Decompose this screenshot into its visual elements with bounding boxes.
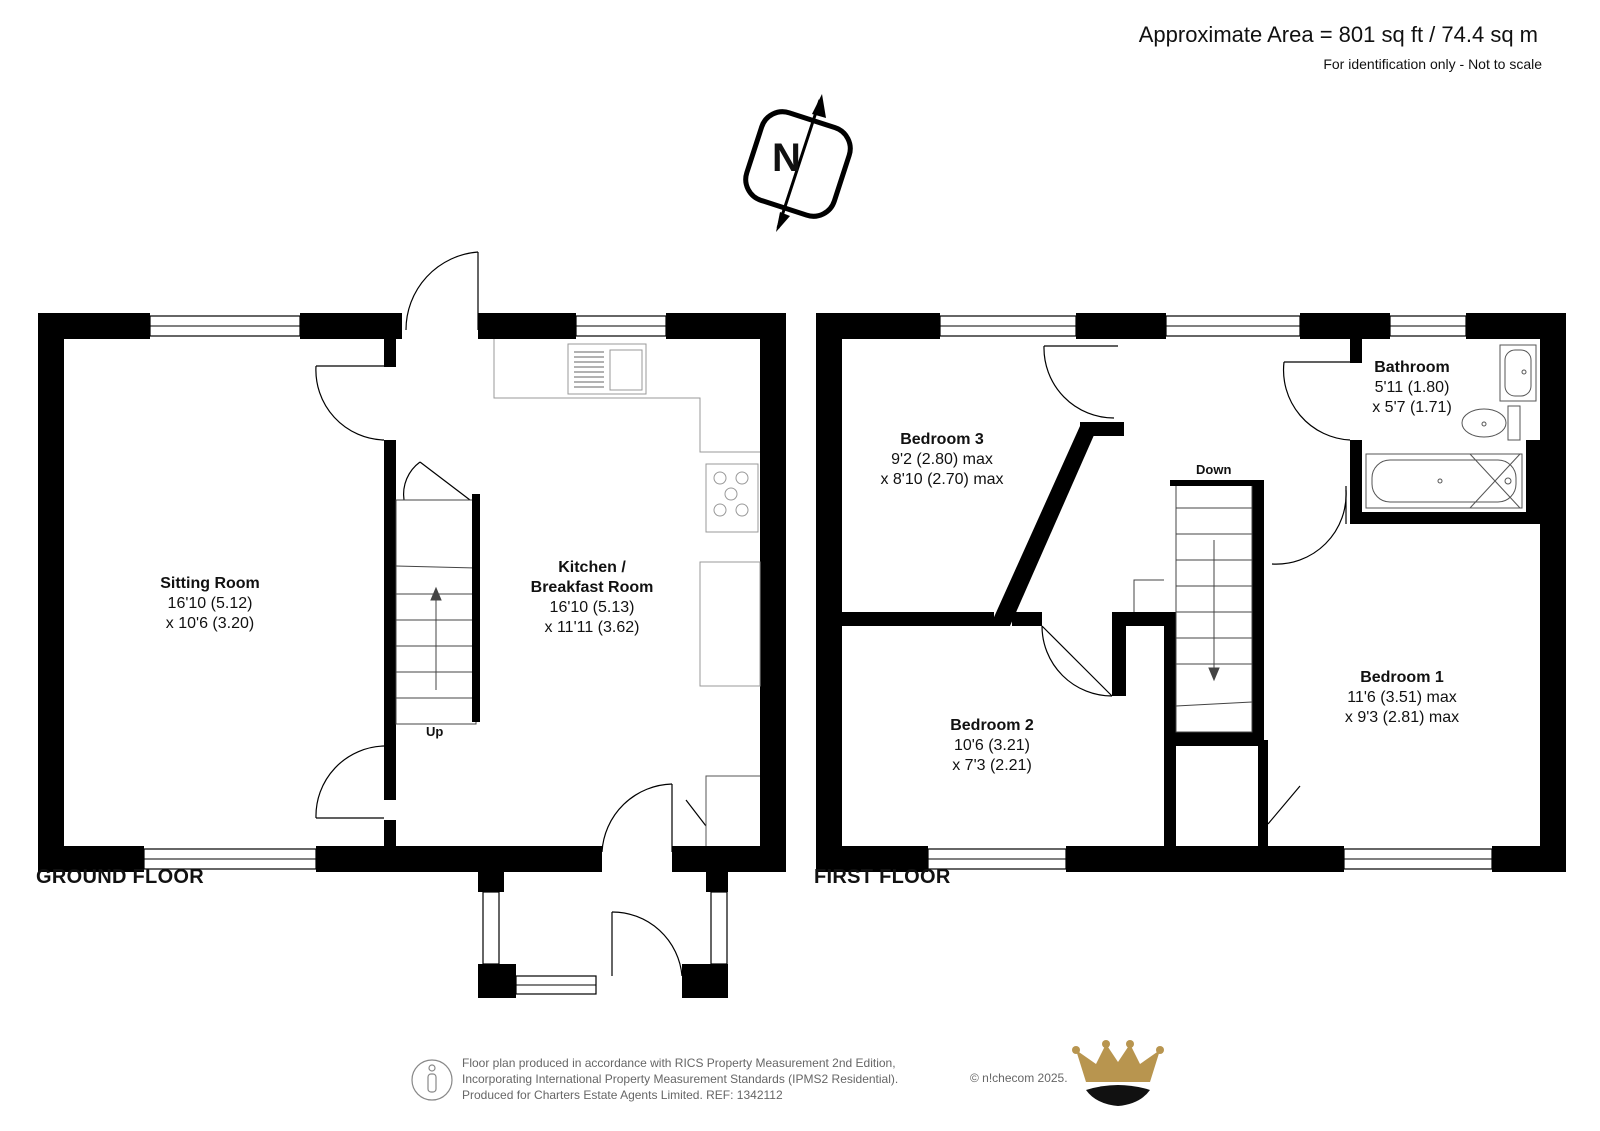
crown-logo-icon — [1072, 1040, 1164, 1106]
room-name: Bedroom 1 — [1360, 669, 1444, 686]
room-dimension: 16'10 (5.13) — [549, 599, 635, 616]
kitchen-cupboard — [705, 775, 760, 846]
room-sitting-room: Sitting Room 16'10 (5.12) x 10'6 (3.20) — [160, 574, 260, 634]
copyright: © n!checom 2025. — [970, 1071, 1068, 1085]
stairwell-wall — [472, 494, 480, 722]
room-name: Sitting Room — [160, 575, 260, 592]
stairs-down-label: Down — [1196, 462, 1232, 477]
stair-top-wall — [1170, 480, 1264, 486]
first-floor-walls — [816, 313, 1566, 872]
room-kitchen: Kitchen / Breakfast Room 16'10 (5.13) x … — [531, 558, 654, 638]
first-floor-doors — [1041, 345, 1351, 825]
ground-floor-window-sills — [144, 325, 666, 986]
room-dimension: 5'11 (1.80) — [1374, 379, 1450, 396]
room-dimension: x 11'11 (3.62) — [544, 619, 640, 636]
room-dimension: 10'6 (3.21) — [953, 737, 1030, 754]
kitchen-fixtures — [493, 339, 761, 687]
ground-floor-label: GROUND FLOOR — [36, 866, 205, 888]
room-dimension: x 7'3 (2.21) — [952, 757, 1032, 774]
first-floor-label: FIRST FLOOR — [814, 866, 951, 888]
room-dimension: 9'2 (2.80) max — [891, 451, 993, 468]
compass-letter: N — [772, 136, 801, 180]
footer-disclaimer: Floor plan produced in accordance with R… — [462, 1055, 898, 1103]
room-bedroom-1: Bedroom 1 11'6 (3.51) max x 9'3 (2.81) m… — [1345, 668, 1459, 728]
footer-line: Floor plan produced in accordance with R… — [462, 1056, 896, 1070]
room-name: Kitchen / — [558, 559, 626, 576]
room-bedroom-2: Bedroom 2 10'6 (3.21) x 7'3 (2.21) — [950, 716, 1034, 776]
room-dimension: x 9'3 (2.81) max — [1344, 709, 1460, 726]
ipms-person-icon — [411, 1059, 453, 1101]
room-bathroom: Bathroom 5'11 (1.80) x 5'7 (1.71) — [1372, 358, 1452, 418]
scale-note: For identification only - Not to scale — [1323, 56, 1542, 72]
room-name: Bedroom 2 — [950, 717, 1034, 734]
sink-drainer — [574, 351, 604, 388]
footer-line: Incorporating International Property Mea… — [462, 1072, 899, 1086]
room-dimension: 11'6 (3.51) max — [1347, 689, 1457, 706]
room-dimension: x 8'10 (2.70) max — [880, 471, 1004, 488]
north-arrow-icon — [743, 94, 853, 232]
room-name: Bedroom 3 — [900, 431, 984, 448]
ground-stairs — [395, 499, 477, 725]
bathroom-fixtures — [1365, 344, 1537, 509]
approximate-area: Approximate Area = 801 sq ft / 74.4 sq m — [1138, 22, 1538, 47]
ground-floor-walls — [38, 313, 786, 998]
stairs-up-label: Up — [426, 724, 444, 739]
footer-line: Produced for Charters Estate Agents Limi… — [462, 1088, 783, 1102]
room-bedroom-3: Bedroom 3 9'2 (2.80) max x 8'10 (2.70) m… — [880, 430, 1003, 490]
room-dimension: x 5'7 (1.71) — [1372, 399, 1452, 416]
room-name-line2: Breakfast Room — [530, 579, 654, 596]
room-dimension: 16'10 (5.12) — [167, 595, 253, 612]
first-stairs — [1133, 483, 1253, 733]
ground-floor-doors — [315, 251, 707, 977]
first-floor-window-sills — [928, 325, 1492, 860]
room-name: Bathroom — [1374, 359, 1450, 376]
room-dimension: x 10'6 (3.20) — [165, 615, 255, 632]
